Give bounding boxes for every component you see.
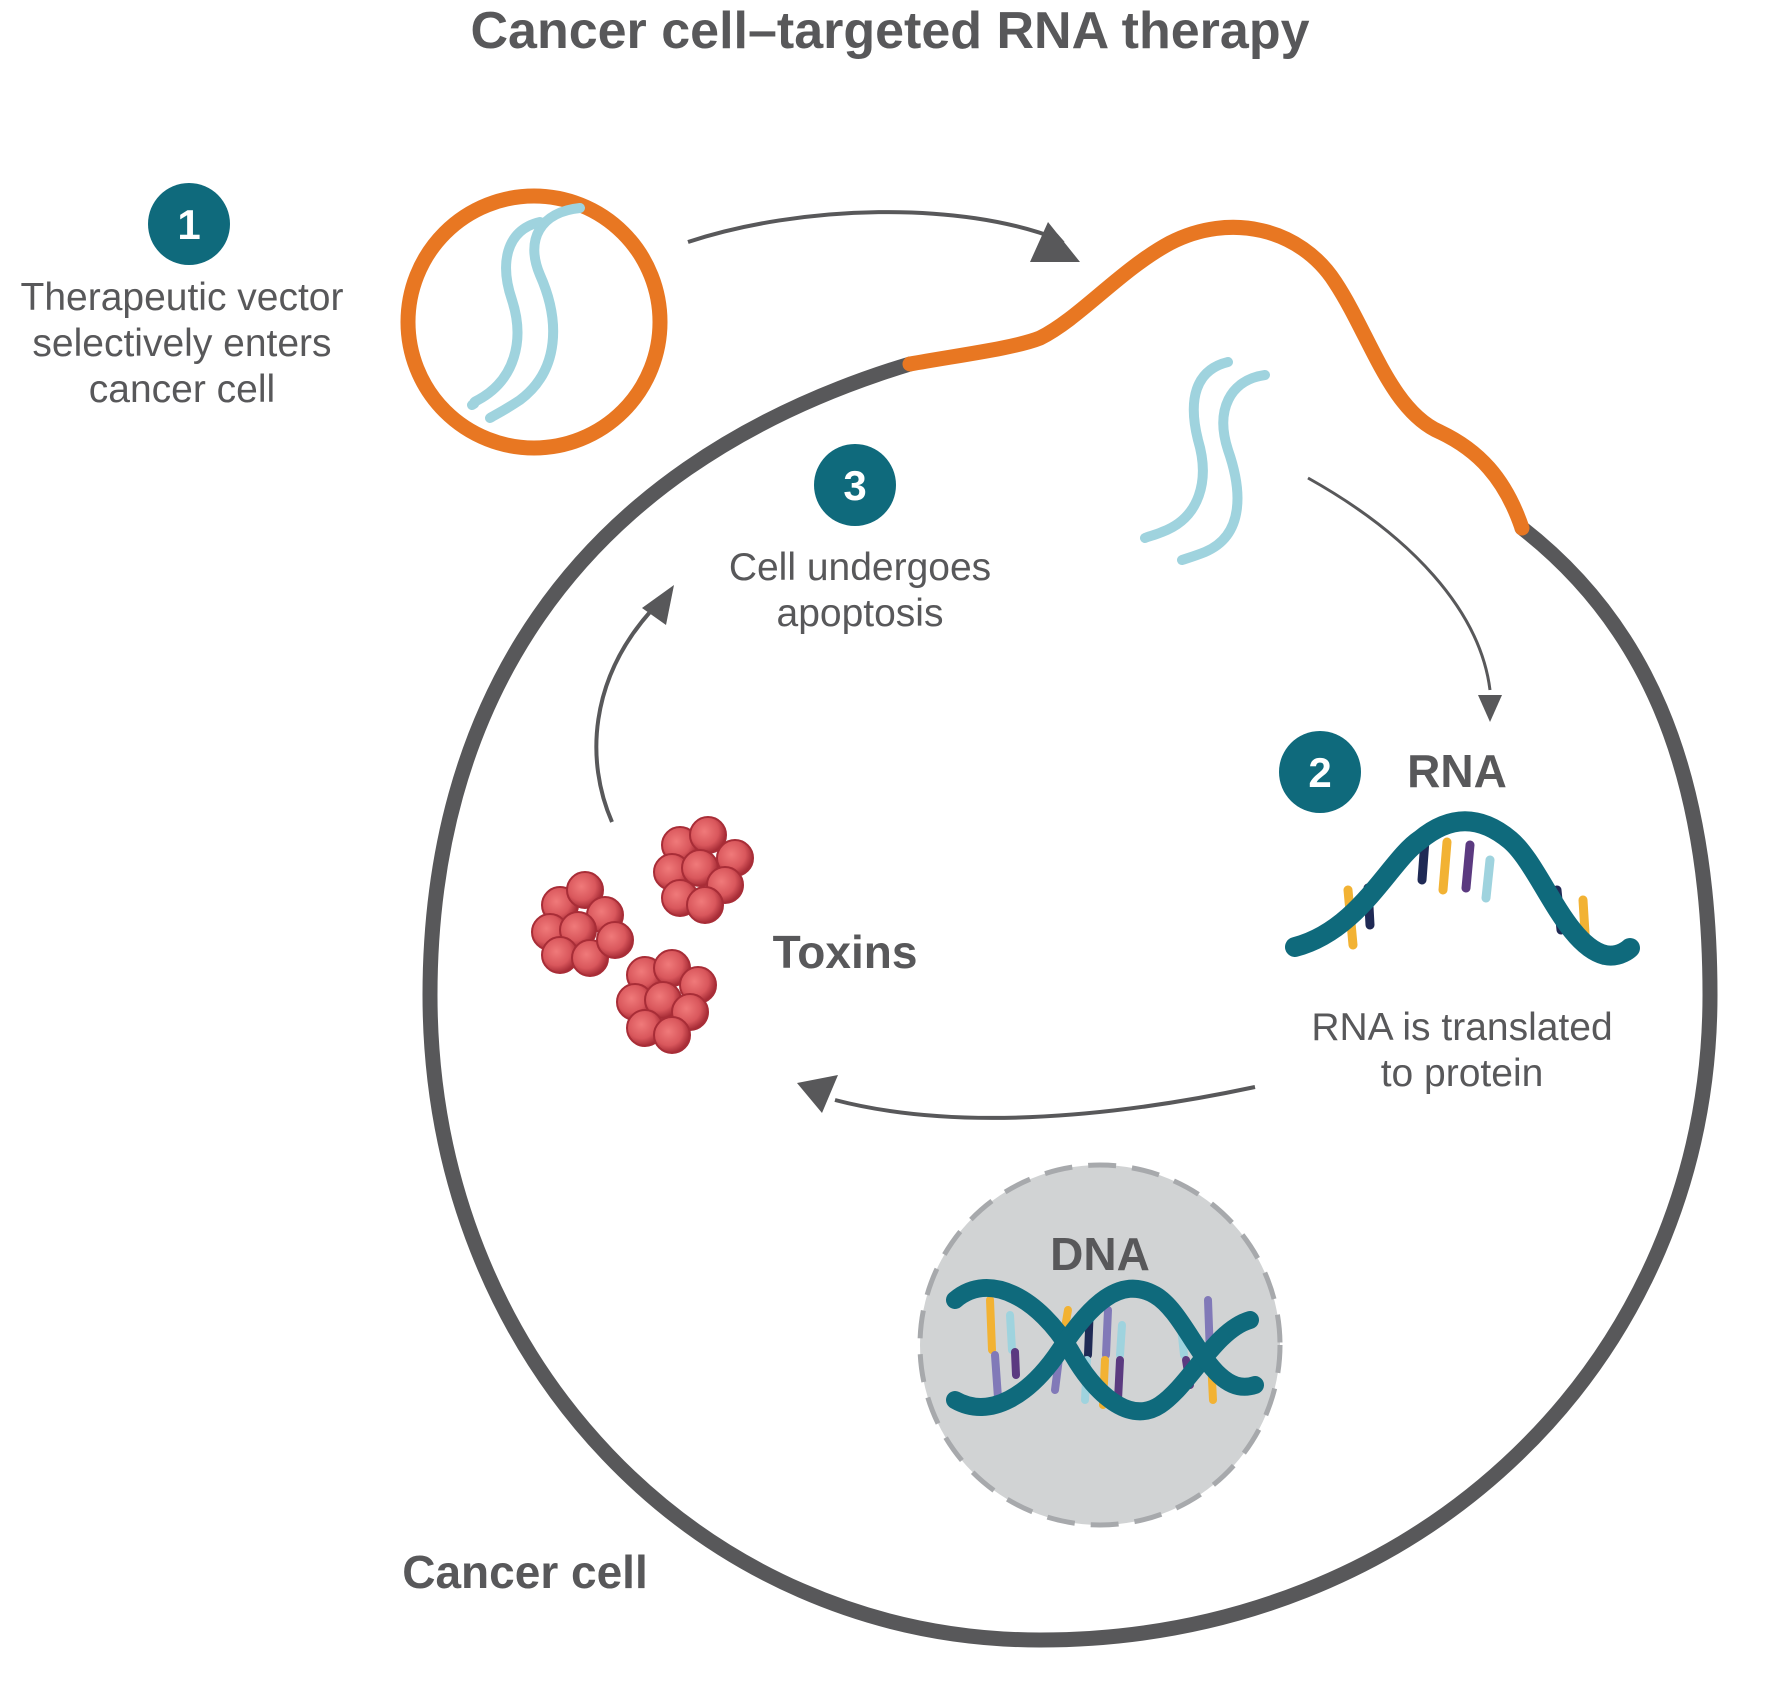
- page-title: Cancer cell–targeted RNA therapy: [470, 2, 1309, 60]
- step-3-number: 3: [843, 462, 866, 509]
- step-1: 1 Therapeutic vector selectively enters …: [21, 183, 344, 411]
- step-3: 3 Cell undergoes apoptosis: [729, 444, 991, 635]
- step-3-badge: [814, 444, 896, 526]
- therapeutic-vector: [400, 188, 668, 456]
- step-1-line-2: selectively enters: [32, 322, 331, 365]
- step-2-badge: [1279, 731, 1361, 813]
- arrow-toxins-to-apoptosis-head: [642, 585, 674, 625]
- rna-strand-icon: [1285, 811, 1640, 966]
- toxin-cluster-3: [616, 949, 717, 1054]
- cell-membrane: [422, 356, 1718, 1648]
- nucleus: [917, 1162, 1283, 1528]
- arrow-toxins-to-apoptosis: [594, 610, 652, 823]
- rna-label: RNA: [1407, 745, 1507, 797]
- toxin-cluster-2: [653, 816, 754, 924]
- arrow-protein-to-toxins: [834, 1085, 1256, 1120]
- arrow-vector-to-cell-head: [1030, 222, 1080, 262]
- step-3-line-1: Cell undergoes: [729, 546, 991, 589]
- toxins-label: Toxins: [773, 926, 918, 978]
- dna-helix-icon: [946, 1279, 1264, 1421]
- toxins-icon: [531, 816, 754, 1054]
- rna-strands-icon: [1140, 357, 1270, 565]
- step-1-line-1: Therapeutic vector: [21, 276, 344, 319]
- step-2-number: 2: [1308, 749, 1331, 796]
- dna-label: DNA: [1050, 1228, 1150, 1280]
- toxin-cluster-1: [531, 871, 634, 977]
- step-2-line-1: RNA is translated: [1311, 1006, 1612, 1049]
- step-1-badge: [148, 183, 230, 265]
- arrow-rna-to-translation-head: [1478, 695, 1502, 722]
- step-2: 2 RNA RNA is translated to protein: [1279, 731, 1613, 1095]
- step-3-line-2: apoptosis: [777, 592, 944, 635]
- arrow-protein-to-toxins-head: [797, 1075, 838, 1113]
- step-1-number: 1: [177, 201, 200, 248]
- arrow-rna-to-translation: [1307, 476, 1492, 691]
- step-2-line-2: to protein: [1381, 1052, 1544, 1095]
- cancer-cell-label: Cancer cell: [402, 1546, 647, 1598]
- vector-fusion-membrane: [902, 219, 1530, 536]
- arrow-vector-to-cell: [687, 210, 1065, 244]
- step-1-line-3: cancer cell: [89, 368, 275, 411]
